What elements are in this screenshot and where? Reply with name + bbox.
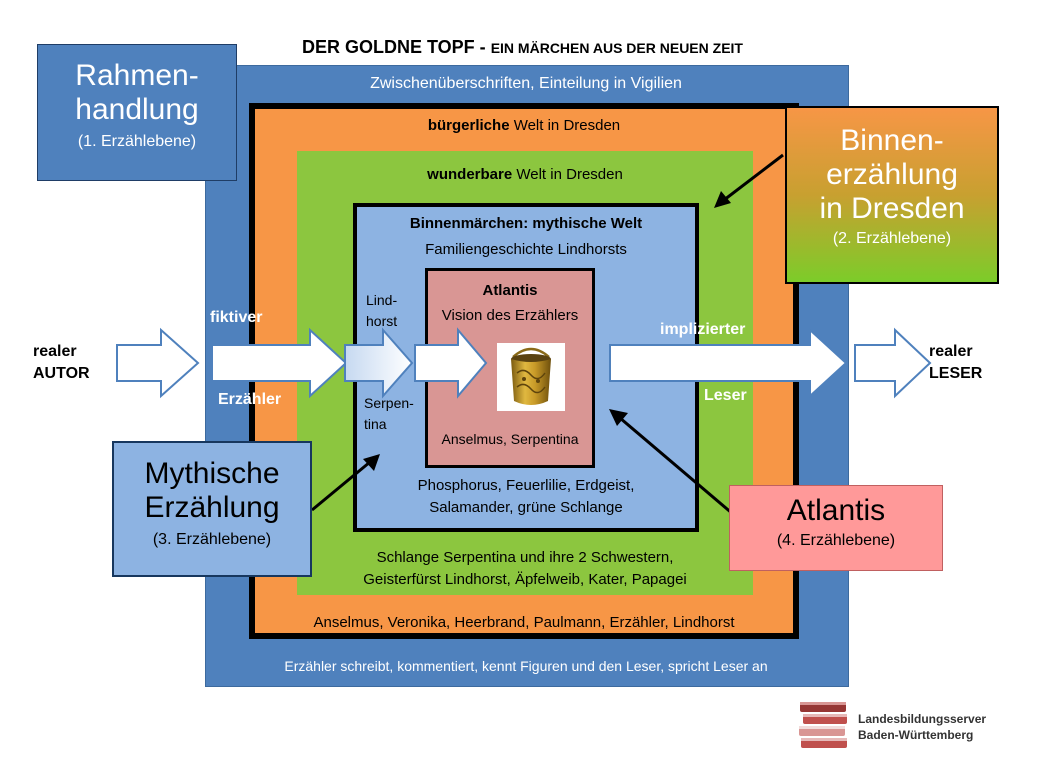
- callout-atlantis: Atlantis (4. Erzählebene): [729, 485, 943, 571]
- frame-top-label: Zwischenüberschriften, Einteilung in Vig…: [370, 75, 682, 92]
- pointer-mythisch-head: [363, 454, 380, 471]
- wunderbare-characters: Schlange Serpentina und ihre 2 Schwester…: [297, 547, 753, 591]
- pointer-binnen-head: [714, 191, 731, 208]
- title-main: DER GOLDNE TOPF -: [302, 37, 486, 57]
- binnen-line1: Binnen-: [840, 124, 944, 157]
- real-author-label: realer AUTOR: [33, 341, 90, 385]
- binnenmaerchen-characters-line2: Salamander, grüne Schlange: [429, 499, 623, 516]
- books-logo-icon: [797, 700, 851, 752]
- diagram-title: DER GOLDNE TOPF - EIN MÄRCHEN AUS DER NE…: [0, 37, 1045, 58]
- binnen-level: (2. Erzählebene): [832, 230, 952, 247]
- pointer-binnen: [723, 153, 784, 202]
- lindhorst-label: Lind- horst: [366, 290, 397, 332]
- arrow-to-implied-reader: [609, 327, 848, 399]
- serpentina-line2: tina: [364, 416, 387, 432]
- title-sub: EIN MÄRCHEN AUS DER NEUEN ZEIT: [490, 40, 743, 56]
- atlantis-subtitle: Vision des Erzählers: [441, 307, 579, 324]
- binnen-line2: erzählung: [826, 158, 958, 191]
- arrow-narrator: [211, 327, 348, 399]
- binnenmaerchen-title: Binnenmärchen: mythische Welt: [409, 215, 643, 232]
- wunderbare-rest: Welt in Dresden: [516, 166, 623, 183]
- pointer-mythisch: [311, 460, 371, 512]
- implied-reader-line1: implizierter: [660, 321, 746, 338]
- pointer-atlantis: [619, 416, 741, 522]
- burgerliche-rest: Welt in Dresden: [513, 117, 621, 134]
- callout-mythische-erzaehlung: Mythische Erzählung (3. Erzählebene): [112, 441, 312, 577]
- callout-rahmenhandlung: Rahmen- handlung (1. Erzählebene): [37, 44, 237, 181]
- golden-pot-image: [497, 343, 565, 411]
- serpentina-line1: Serpen-: [364, 395, 414, 411]
- burgerliche-characters: Anselmus, Veronika, Heerbrand, Paulmann,…: [313, 614, 735, 631]
- lindhorst-line1: Lind-: [366, 292, 398, 308]
- lindhorst-line2: horst: [366, 313, 398, 329]
- binnenmaerchen-characters: Phosphorus, Feuerlilie, Erdgeist, Salama…: [357, 475, 695, 519]
- atlantis-callout-line1: Atlantis: [786, 494, 886, 527]
- logo-line2: Baden-Württemberg: [858, 728, 974, 742]
- wunderbare-bold: wunderbare: [427, 166, 513, 183]
- implied-reader-line2: Leser: [704, 387, 747, 404]
- real-reader-line1: realer: [929, 343, 973, 360]
- burgerliche-welt-label: bürgerliche Welt in Dresden: [255, 117, 793, 134]
- mythisch-line2: Erzählung: [144, 491, 280, 524]
- real-author-line1: realer: [33, 343, 77, 360]
- wunderbare-characters-line2: Geisterfürst Lindhorst, Äpfelweib, Kater…: [363, 571, 687, 588]
- pointer-atlantis-head: [609, 409, 628, 426]
- mythisch-line1: Mythische: [144, 457, 280, 490]
- fictive-narrator-line2: Erzähler: [218, 391, 282, 408]
- burgerliche-bold: bürgerliche: [427, 117, 510, 134]
- arrow-into-atlantis: [414, 327, 488, 399]
- real-reader-label: realer LESER: [929, 341, 982, 385]
- rahmen-line2: handlung: [75, 93, 199, 126]
- mythisch-level: (3. Erzählebene): [152, 531, 272, 548]
- frame-bottom-label: Erzähler schreibt, kommentiert, kennt Fi…: [284, 658, 768, 674]
- fictive-narrator-line1: fiktiver: [210, 309, 263, 326]
- callout-binnenerzaehlung: Binnen- erzählung in Dresden (2. Erzähle…: [785, 106, 999, 284]
- atlantis-title: Atlantis: [482, 282, 538, 299]
- binnen-line3: in Dresden: [819, 192, 965, 225]
- arrow-real-reader: [854, 327, 932, 399]
- logo-line1: Landesbildungsserver: [858, 712, 987, 726]
- atlantis-characters: Anselmus, Serpentina: [441, 431, 579, 447]
- logo-text: Landesbildungsserver Baden-Württemberg: [858, 711, 986, 743]
- wunderbare-welt-label: wunderbare Welt in Dresden: [297, 166, 753, 183]
- real-reader-line2: LESER: [929, 365, 983, 382]
- rahmen-level: (1. Erzählebene): [77, 133, 197, 150]
- rahmen-line1: Rahmen-: [75, 59, 199, 92]
- wunderbare-characters-line1: Schlange Serpentina und ihre 2 Schwester…: [376, 549, 674, 566]
- atlantis-callout-level: (4. Erzählebene): [776, 532, 896, 549]
- serpentina-label: Serpen- tina: [364, 393, 414, 435]
- binnenmaerchen-subtitle: Familiengeschichte Lindhorsts: [425, 241, 627, 258]
- binnenmaerchen-characters-line1: Phosphorus, Feuerlilie, Erdgeist,: [417, 477, 635, 494]
- arrow-author-in: [116, 327, 200, 399]
- real-author-line2: AUTOR: [33, 365, 90, 382]
- arrow-lindhorst-serpentina: [344, 327, 414, 399]
